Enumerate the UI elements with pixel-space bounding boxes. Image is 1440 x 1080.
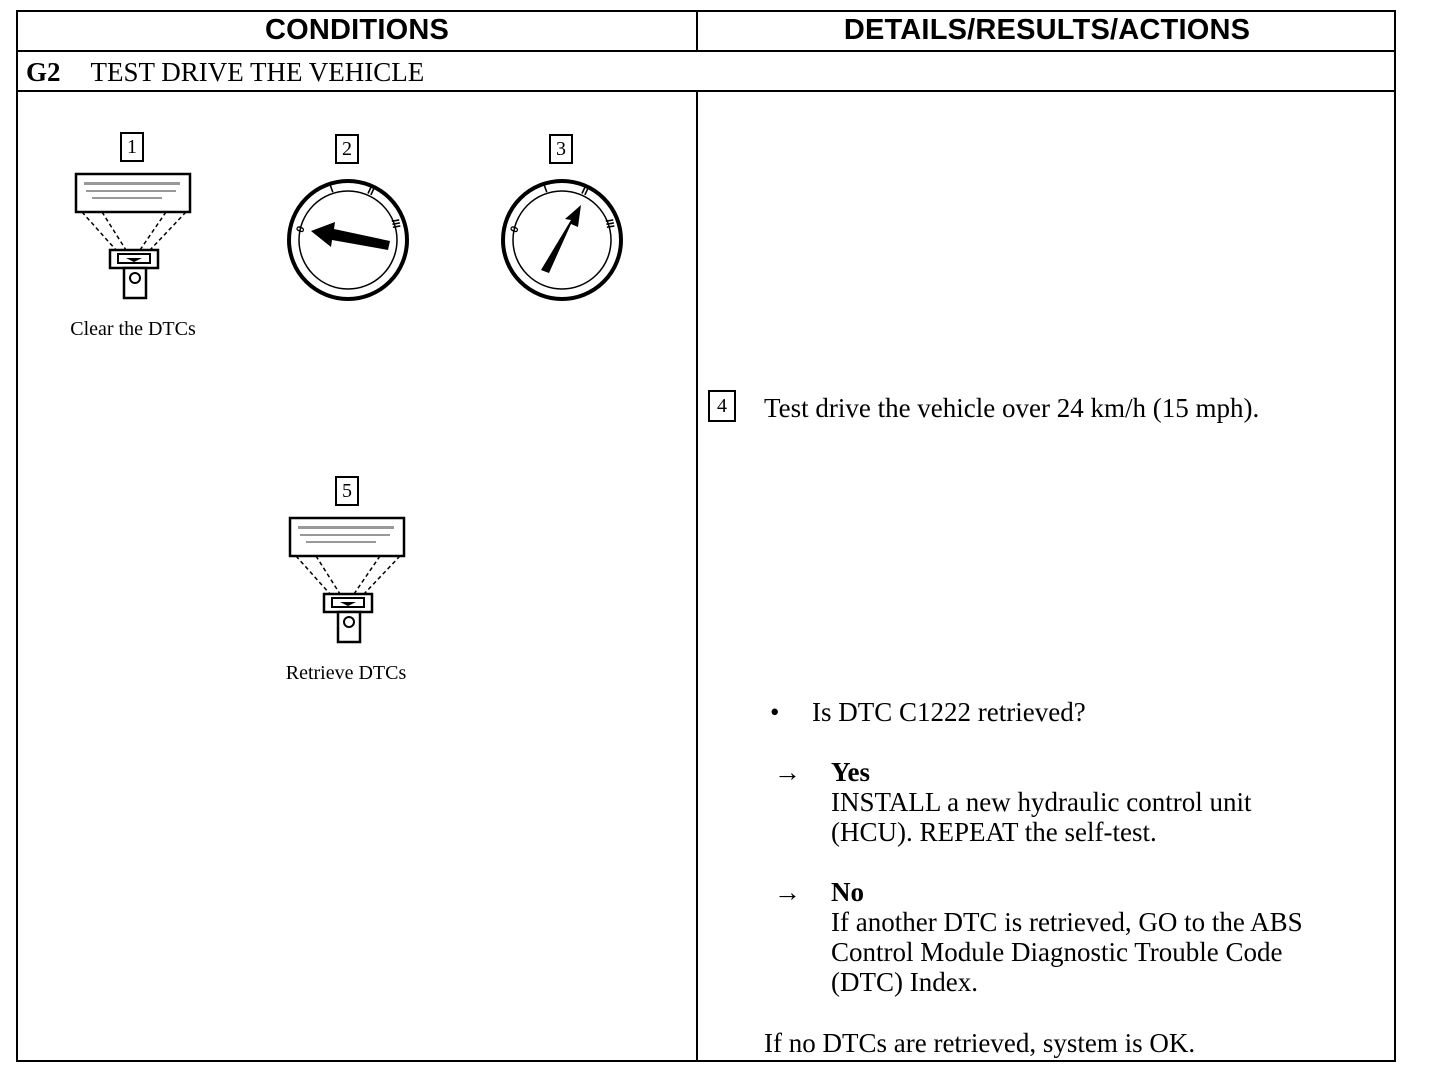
yes-action-line-2: (HCU). REPEAT the self-test. xyxy=(831,817,1157,847)
section-id: G2 xyxy=(26,57,61,87)
step-1-number: 1 xyxy=(120,132,144,162)
column-divider xyxy=(696,92,698,1062)
no-action-line-1: If another DTC is retrieved, GO to the A… xyxy=(831,907,1303,937)
step-3-number: 3 xyxy=(549,134,573,164)
scan-tool-icon xyxy=(288,516,406,644)
step-1-caption: Clear the DTCs xyxy=(70,318,196,340)
yes-label: Yes xyxy=(831,757,870,787)
ignition-switch-on-icon: 0 I II III xyxy=(501,179,623,301)
switch-label-acc: I xyxy=(542,183,549,195)
step-2-number: 2 xyxy=(335,134,359,164)
switch-label-on: II xyxy=(579,185,590,198)
header-column-divider xyxy=(696,12,698,50)
scan-tool-icon xyxy=(74,172,192,300)
step-5-number: 5 xyxy=(335,476,359,506)
procedure-table: CONDITIONS DETAILS/RESULTS/ACTIONS G2 TES… xyxy=(16,10,1396,1062)
conditions-header: CONDITIONS xyxy=(264,14,450,46)
section-divider xyxy=(18,90,1394,92)
section-name: TEST DRIVE THE VEHICLE xyxy=(90,57,425,87)
switch-label-start: III xyxy=(389,218,402,229)
switch-label-acc: I xyxy=(328,183,335,195)
switch-label-on: II xyxy=(365,185,376,198)
section-title: G2 TEST DRIVE THE VEHICLE xyxy=(26,52,424,90)
switch-label-off: 0 xyxy=(294,225,307,235)
no-arrow: → xyxy=(774,877,801,907)
system-ok-note: If no DTCs are retrieved, system is OK. xyxy=(764,1028,1196,1058)
bullet: • xyxy=(770,697,780,727)
step-5-caption: Retrieve DTCs xyxy=(285,662,407,684)
dtc-question: Is DTC C1222 retrieved? xyxy=(812,697,1086,727)
header-divider xyxy=(18,50,1394,52)
yes-arrow: → xyxy=(774,757,801,787)
details-header: DETAILS/RESULTS/ACTIONS xyxy=(843,14,1251,46)
yes-action-line-1: INSTALL a new hydraulic control unit xyxy=(831,787,1252,817)
no-label: No xyxy=(831,877,864,907)
no-action-line-3: (DTC) Index. xyxy=(831,967,978,997)
step-4-text: Test drive the vehicle over 24 km/h (15 … xyxy=(764,393,1260,423)
switch-label-start: III xyxy=(603,218,616,229)
step-4-number: 4 xyxy=(708,390,736,422)
switch-label-off: 0 xyxy=(508,225,521,235)
no-action-line-2: Control Module Diagnostic Trouble Code xyxy=(831,937,1283,967)
ignition-switch-off-icon: 0 I II III xyxy=(287,179,409,301)
